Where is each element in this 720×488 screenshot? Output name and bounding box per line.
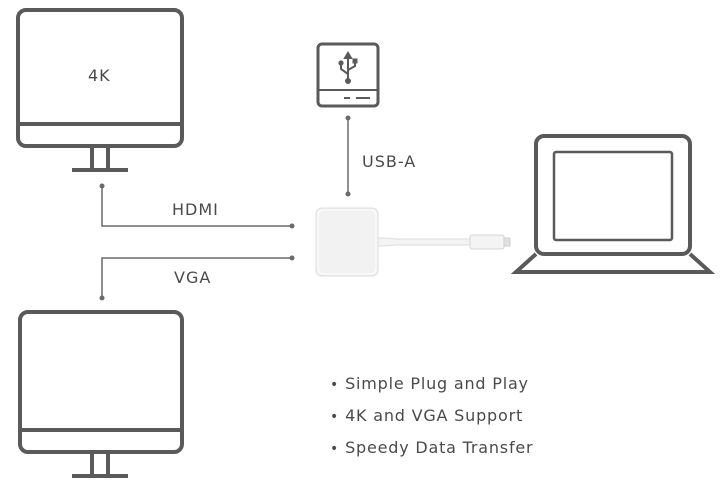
usb-c-plug <box>469 234 505 250</box>
usb-drive-icon <box>316 42 380 108</box>
feature-list: • Simple Plug and Play • 4K and VGA Suppor… <box>330 372 533 468</box>
hdmi-label: HDMI <box>172 200 219 219</box>
top-monitor <box>16 8 184 172</box>
bottom-monitor-frame <box>18 310 184 454</box>
usb-c-plug-tip <box>503 237 511 247</box>
hdmi-connection-line <box>99 183 295 229</box>
usb-symbol-icon <box>338 51 358 84</box>
adapter <box>315 207 511 277</box>
bullet-icon: • <box>330 441 340 457</box>
usb-a-label: USB-A <box>362 152 417 171</box>
feature-text: 4K and VGA Support <box>345 406 524 425</box>
feature-item: • Speedy Data Transfer <box>330 436 533 468</box>
laptop-display <box>552 150 674 242</box>
feature-text: Speedy Data Transfer <box>345 438 534 457</box>
laptop-icon <box>510 134 716 274</box>
feature-item: • 4K and VGA Support <box>330 404 533 436</box>
feature-text: Simple Plug and Play <box>345 374 529 393</box>
vga-connection-line <box>99 255 295 301</box>
laptop-screen <box>534 134 692 256</box>
top-monitor-label: 4K <box>88 66 111 85</box>
usb-connection-line <box>345 115 351 197</box>
top-monitor-frame <box>16 8 184 148</box>
laptop-base <box>510 252 716 274</box>
feature-item: • Simple Plug and Play <box>330 372 533 404</box>
bottom-monitor <box>18 310 184 478</box>
bullet-icon: • <box>330 409 340 425</box>
adapter-cable <box>377 237 471 247</box>
bullet-icon: • <box>330 377 340 393</box>
vga-label: VGA <box>174 268 212 287</box>
